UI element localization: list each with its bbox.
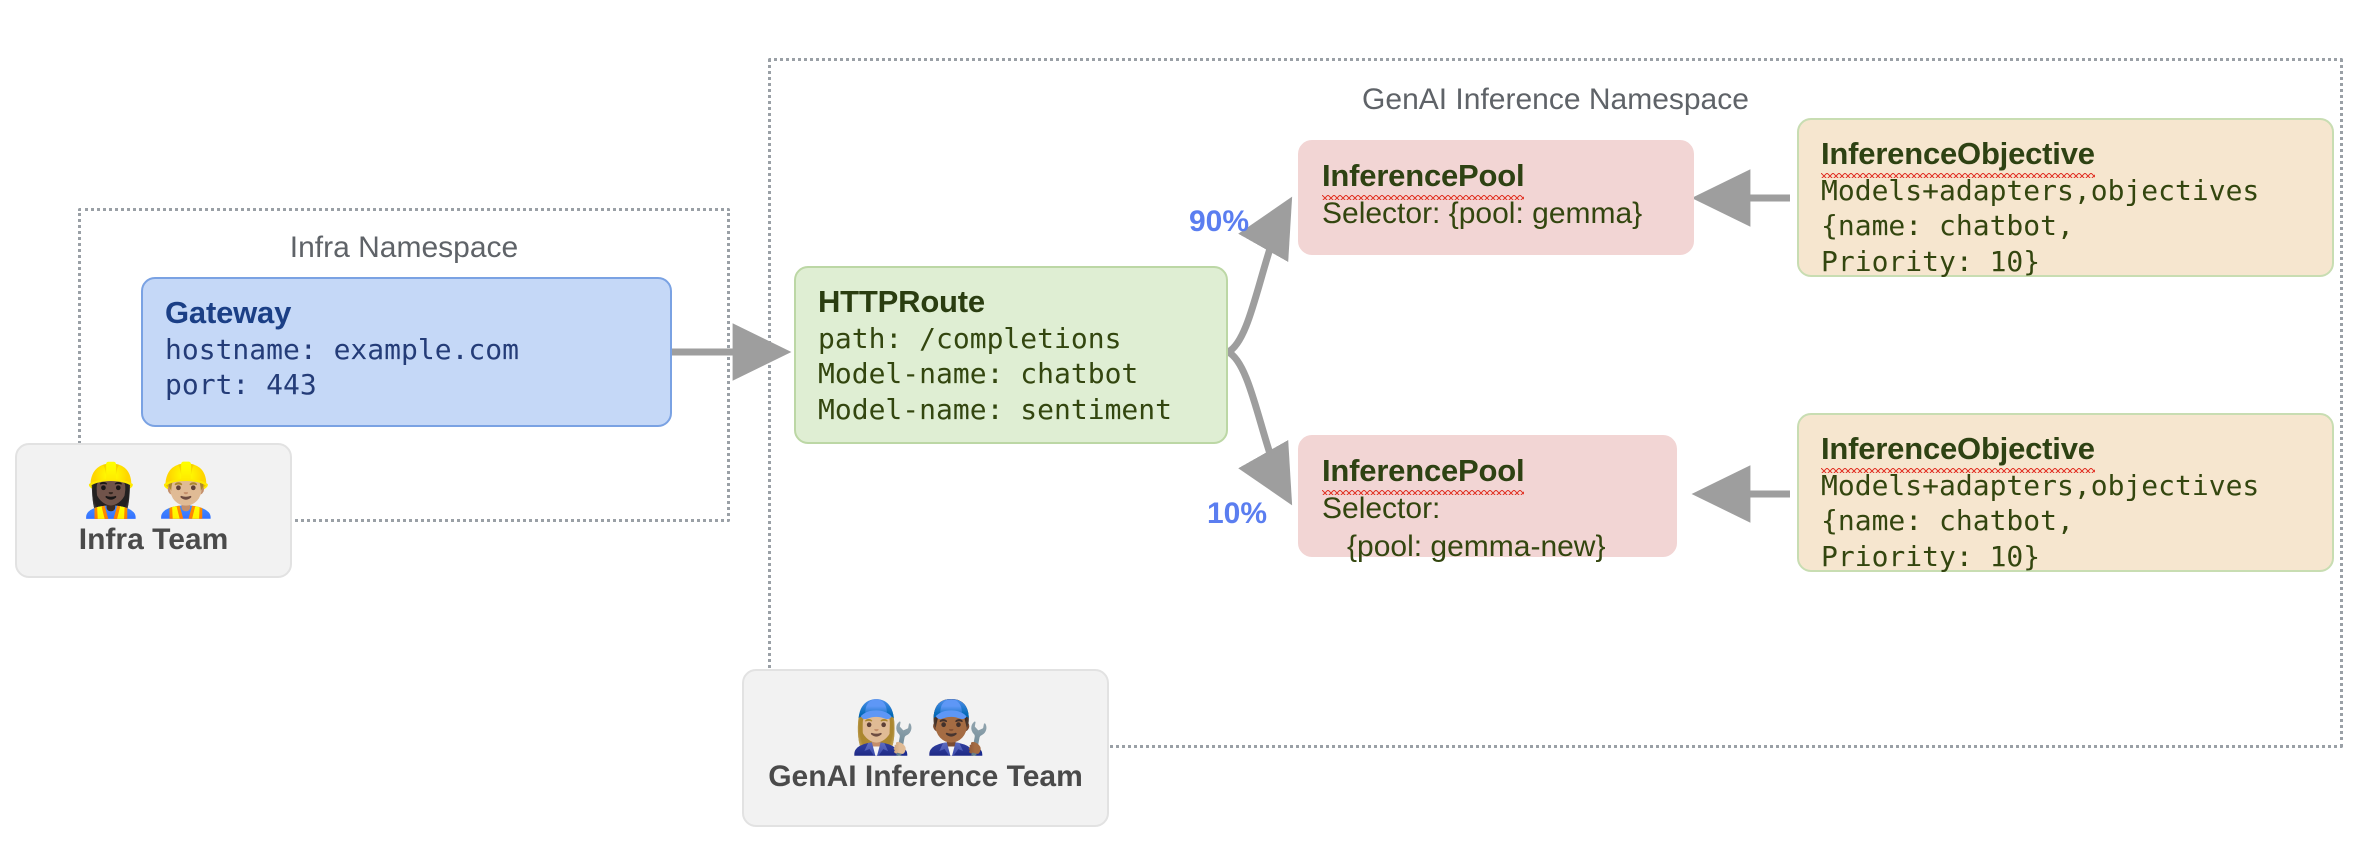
gateway-card[interactable]: Gateway hostname: example.com port: 443 <box>141 277 672 427</box>
inference-objective-body: Models+adapters,objectives {name: chatbo… <box>1821 469 2260 573</box>
httproute-card[interactable]: HTTPRoute path: /completions Model-name:… <box>794 266 1228 444</box>
httproute-card-title: HTTPRoute <box>818 284 985 319</box>
split-weight-bottom: 10% <box>1207 497 1268 530</box>
split-weight-top: 90% <box>1189 205 1250 238</box>
infra-namespace-title: Infra Namespace <box>289 231 519 264</box>
infra-team-chip[interactable]: 👷🏿‍♀️👷🏼‍♂️ Infra Team <box>15 443 292 578</box>
inference-objective-body: Models+adapters,objectives {name: chatbo… <box>1821 174 2260 278</box>
inference-objective-card-bottom[interactable]: InferenceObjective Models+adapters,objec… <box>1797 413 2334 573</box>
inference-pool-card-gemma-new[interactable]: InferencePool Selector: {pool: gemma-new… <box>1298 435 1677 563</box>
genai-team-avatar: 👩🏼‍🔧👨🏾‍🔧 <box>850 699 1001 757</box>
httproute-card-body: path: /completions Model-name: chatbot M… <box>818 322 1173 426</box>
inference-pool-title: InferencePool <box>1322 156 1525 201</box>
gateway-card-title: Gateway <box>165 295 292 330</box>
genai-team-chip[interactable]: 👩🏼‍🔧👨🏾‍🔧 GenAI Inference Team <box>742 669 1109 827</box>
genai-namespace-boundary: GenAI Inference Namespace <box>768 58 2343 748</box>
genai-namespace-title: GenAI Inference Namespace <box>1362 83 1749 116</box>
inference-objective-card-top[interactable]: InferenceObjective Models+adapters,objec… <box>1797 118 2334 278</box>
inference-objective-title: InferenceObjective <box>1821 134 2095 179</box>
inference-pool-selector: Selector: {pool: gemma-new} <box>1322 492 1606 563</box>
infra-team-avatar: 👷🏿‍♀️👷🏼‍♂️ <box>78 461 229 520</box>
inference-pool-title: InferencePool <box>1322 451 1525 496</box>
inference-objective-title: InferenceObjective <box>1821 429 2095 474</box>
gateway-card-body: hostname: example.com port: 443 <box>165 333 520 402</box>
genai-team-label: GenAI Inference Team <box>768 760 1083 793</box>
inference-pool-selector: Selector: {pool: gemma} <box>1322 197 1643 231</box>
inference-pool-card-gemma[interactable]: InferencePool Selector: {pool: gemma} <box>1298 140 1694 255</box>
infra-namespace-boundary: Infra Namespace <box>78 208 730 522</box>
infra-team-label: Infra Team <box>78 522 229 556</box>
